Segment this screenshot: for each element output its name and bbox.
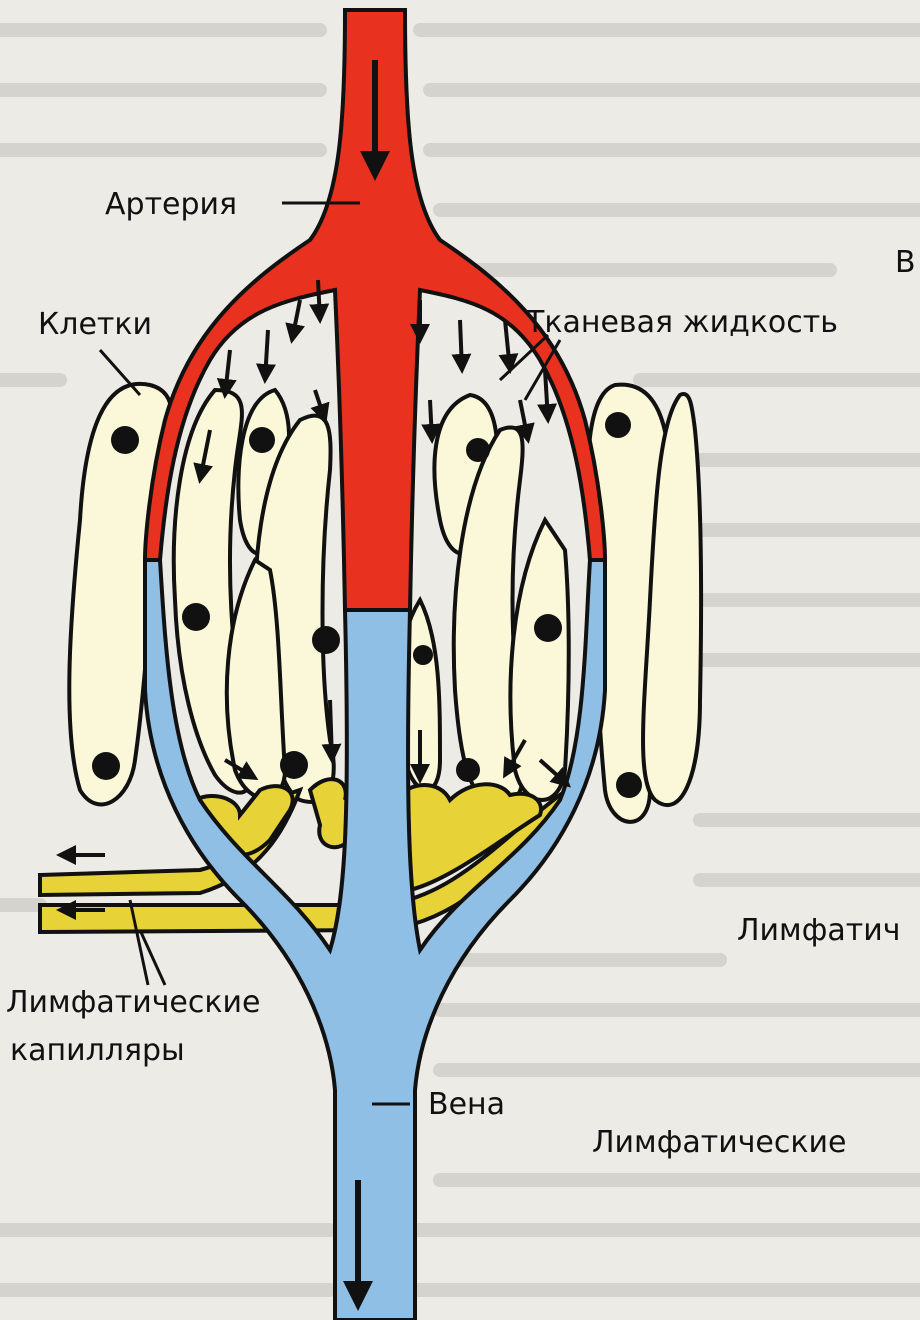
page-fragment-mid: Лимфатич <box>737 913 900 948</box>
vein-label: Вена <box>428 1087 505 1122</box>
lymph-leader-2 <box>140 930 165 985</box>
lymph-capillaries-label-line1: Лимфатические <box>6 985 260 1020</box>
page-fragment-bottom: Лимфатические <box>592 1125 846 1160</box>
artery-label: Артерия <box>105 187 237 222</box>
page-fragment-top: В <box>895 245 916 280</box>
cells-label: Клетки <box>38 307 152 342</box>
cell-9 <box>510 520 568 800</box>
tissue-fluid-label: Тканевая жидкость <box>525 305 838 340</box>
lymph-capillaries-label-line2: капилляры <box>10 1033 185 1068</box>
